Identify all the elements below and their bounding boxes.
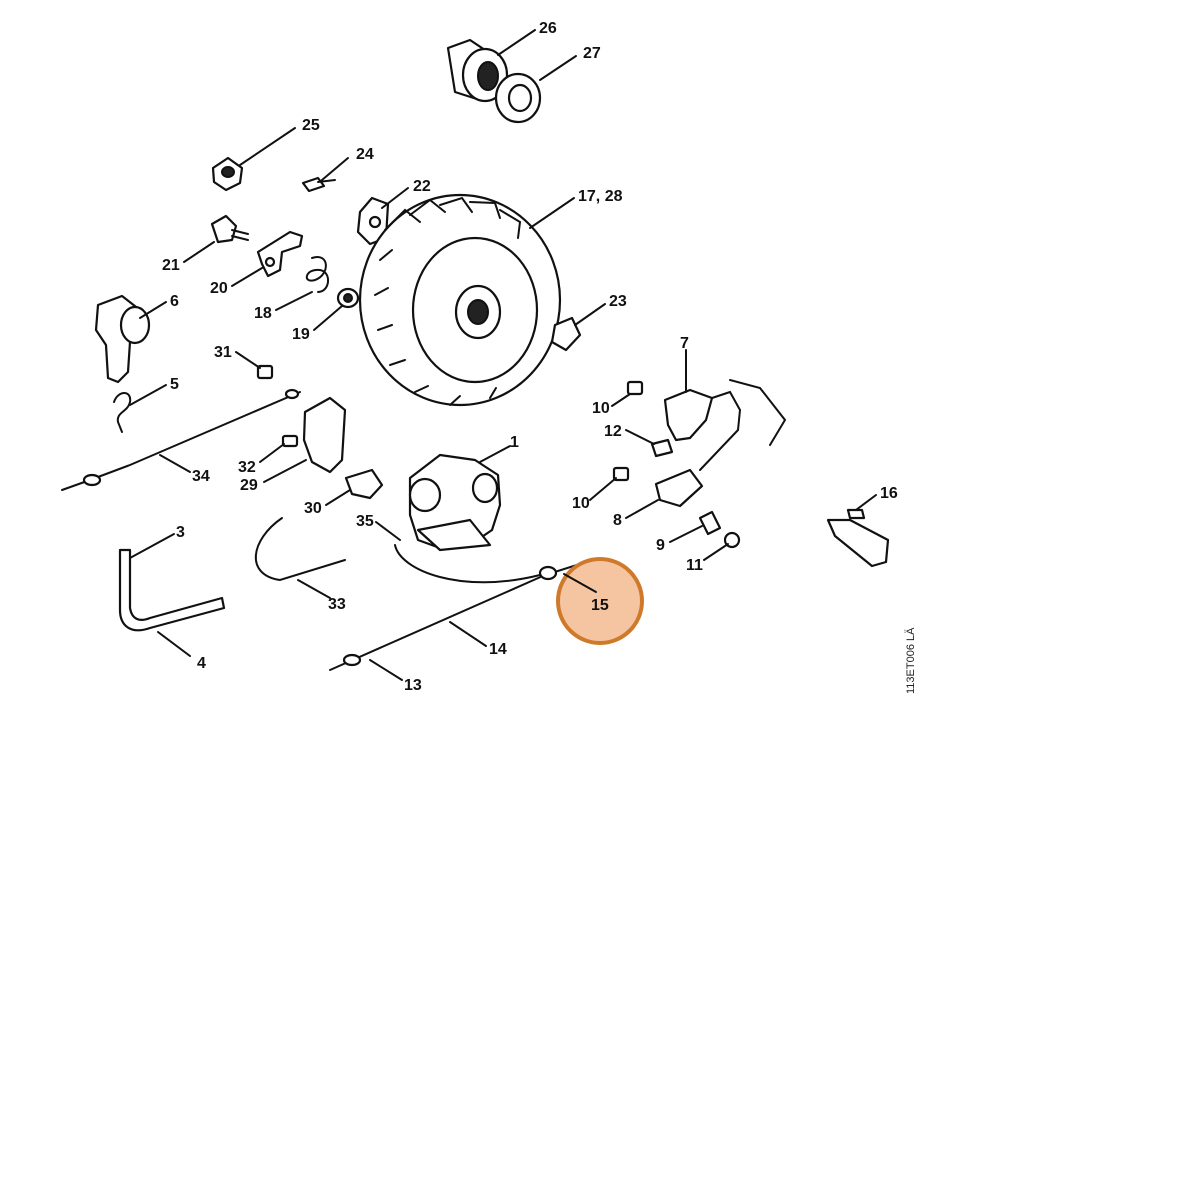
callout-34[interactable]: 34: [192, 468, 210, 485]
callout-17-28[interactable]: 17, 28: [578, 188, 623, 205]
part-1-ignition-coil[interactable]: [408, 453, 502, 552]
callout-18[interactable]: 18: [254, 305, 272, 322]
callout-7[interactable]: 7: [680, 335, 689, 352]
part-21-bolt[interactable]: [210, 214, 249, 244]
callout-20[interactable]: 20: [210, 280, 228, 297]
callout-33[interactable]: 33: [328, 596, 346, 613]
highlight-ring: [556, 557, 644, 645]
part-6-plug-boot[interactable]: [94, 294, 151, 384]
leader-lines: [129, 29, 877, 681]
callout-31[interactable]: 31: [214, 344, 232, 361]
part-29-module[interactable]: [302, 396, 347, 474]
part-7-bracket[interactable]: [663, 379, 787, 471]
part-25-nut[interactable]: [211, 156, 244, 192]
callout-19[interactable]: 19: [292, 326, 310, 343]
callout-25[interactable]: 25: [302, 117, 320, 134]
callout-15[interactable]: 15: [591, 597, 609, 614]
callout-8[interactable]: 8: [613, 512, 622, 529]
callout-6[interactable]: 6: [170, 293, 179, 310]
part-32-screw[interactable]: [281, 434, 299, 448]
callout-16[interactable]: 16: [880, 485, 898, 502]
part-10-screw-a[interactable]: [626, 380, 644, 396]
part-35-lead[interactable]: [394, 544, 541, 584]
part-30-bracket[interactable]: [344, 468, 384, 500]
callout-3[interactable]: 3: [176, 524, 185, 541]
callout-9[interactable]: 9: [656, 537, 665, 554]
part-24-screw[interactable]: [301, 176, 336, 193]
part-14-15-13-cable[interactable]: [329, 563, 581, 671]
callout-23[interactable]: 23: [609, 293, 627, 310]
callout-12[interactable]: 12: [604, 423, 622, 440]
callout-labels: 26 27 25 24 22 17, 28 21 20 18 19 6 23 3…: [162, 20, 898, 694]
part-10-screw-b[interactable]: [612, 466, 630, 482]
callout-21[interactable]: 21: [162, 257, 180, 274]
part-17-28-flywheel[interactable]: [358, 193, 562, 407]
callout-10-b[interactable]: 10: [572, 495, 590, 512]
callout-1[interactable]: 1: [510, 434, 519, 451]
callout-27[interactable]: 27: [583, 45, 601, 62]
callout-30[interactable]: 30: [304, 500, 322, 517]
part-9-clamp[interactable]: [698, 510, 722, 536]
callout-24[interactable]: 24: [356, 146, 374, 163]
part-3-4-tube[interactable]: [118, 548, 226, 632]
callout-32[interactable]: 32: [238, 459, 256, 476]
callout-10-a[interactable]: 10: [592, 400, 610, 417]
part-5-clip[interactable]: [113, 392, 132, 433]
callout-4[interactable]: 4: [197, 655, 206, 672]
part-18-spring[interactable]: [305, 256, 329, 293]
part-20-bracket[interactable]: [256, 230, 304, 278]
part-19-washer[interactable]: [336, 287, 360, 309]
drawing-code: 113ET006 LÄ: [905, 627, 917, 694]
part-8-module[interactable]: [654, 468, 704, 508]
part-26-27-starter-cup[interactable]: [446, 38, 542, 124]
callout-26[interactable]: 26: [539, 20, 557, 37]
part-33-wire[interactable]: [254, 517, 346, 582]
part-34-cable[interactable]: [61, 388, 301, 491]
callout-29[interactable]: 29: [240, 477, 258, 494]
callout-5[interactable]: 5: [170, 376, 179, 393]
callout-11[interactable]: 11: [686, 557, 703, 574]
callout-35[interactable]: 35: [356, 513, 374, 530]
part-12-block[interactable]: [650, 438, 674, 458]
part-31-screw[interactable]: [256, 364, 274, 380]
part-22-pawl[interactable]: [356, 196, 390, 246]
callout-22[interactable]: 22: [413, 178, 431, 195]
part-16-plug[interactable]: [826, 508, 890, 568]
callout-13[interactable]: 13: [404, 677, 422, 694]
part-23-cam[interactable]: [550, 316, 582, 352]
callout-14[interactable]: 14: [489, 641, 507, 658]
